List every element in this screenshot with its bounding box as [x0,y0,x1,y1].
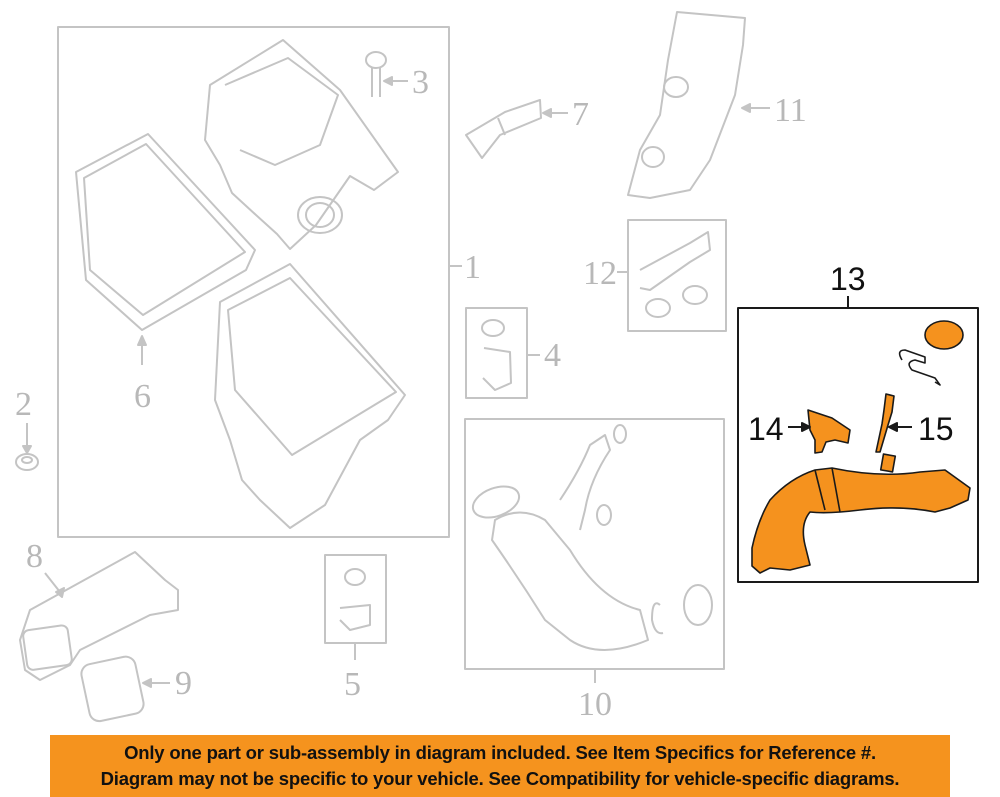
box-part-10 [464,418,725,670]
seal-ring-icon [924,320,964,350]
screw-icon [365,51,387,97]
temperature-sensor-15-icon [875,393,895,453]
grille-icon [80,655,145,723]
callout-9: 9 [175,665,192,702]
clip-icon [898,349,941,386]
mass-air-flow-sensor-icon [465,99,542,159]
box-part-1 [57,26,450,538]
lower-housing-icon [214,263,406,529]
sensor-14-icon [807,409,851,454]
callout-12: 12 [583,255,617,292]
box-part-12 [627,219,727,332]
callout-8: 8 [26,538,43,575]
callout-10: 10 [578,686,612,723]
callout-3: 3 [412,64,429,101]
grommet-icon [15,453,39,471]
callout-14: 14 [748,411,784,447]
resonator-icon [627,11,746,199]
callout-1: 1 [464,249,481,286]
upper-housing-icon [204,39,399,250]
disclaimer-banner: Only one part or sub-assembly in diagram… [50,735,950,797]
intake-hose-icon [471,424,713,651]
air-filter-icon [75,133,256,331]
air-inlet-duct-icon [19,551,179,681]
callout-7: 7 [572,96,589,133]
callout-6: 6 [134,378,151,415]
callout-5: 5 [344,666,361,703]
callout-4: 4 [544,337,561,374]
box-part-4 [465,307,528,399]
callout-11: 11 [774,92,807,129]
turbo-inlet-pipe-icon [751,453,971,574]
callout-15: 15 [918,411,954,447]
disclaimer-line-2: Diagram may not be specific to your vehi… [100,768,900,789]
callout-2: 2 [15,386,32,423]
callout-13: 13 [830,261,866,297]
box-part-13 [737,307,979,583]
disclaimer-line-1: Only one part or sub-assembly in diagram… [124,742,876,763]
